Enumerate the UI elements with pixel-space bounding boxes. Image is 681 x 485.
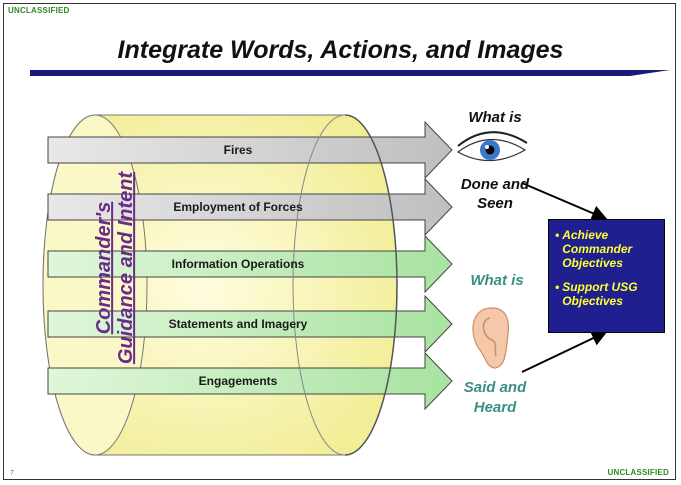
- arrow-info-ops: [47, 234, 453, 294]
- objective-support: Support USG Objectives: [562, 280, 638, 308]
- arrow-engagements: [47, 351, 453, 411]
- what-is-done-top: What is: [468, 109, 522, 126]
- objective-item: • Support USG Objectives: [555, 280, 658, 308]
- arrow-statements: [47, 294, 453, 354]
- vertical-label-line2: Guidance and Intent: [115, 171, 137, 365]
- done-and: Done and: [460, 176, 530, 193]
- bullet-icon: •: [555, 228, 560, 242]
- objective-item: • Achieve Commander Objectives: [555, 228, 658, 270]
- objectives-box: • Achieve Commander Objectives • Support…: [548, 219, 665, 333]
- seen: Seen: [477, 195, 513, 212]
- heard: Heard: [473, 399, 517, 416]
- arrow-label-info-ops: Information Operations: [171, 257, 305, 271]
- objective-achieve: Achieve Commander Objectives: [562, 228, 633, 270]
- arrow-employment: [47, 177, 453, 237]
- title-rule: [30, 70, 670, 76]
- vertical-label-line1: Commander's: [93, 201, 115, 335]
- commanders-guidance-label: Commander's Guidance and Intent: [45, 153, 185, 383]
- slide-frame: [3, 3, 676, 480]
- arrow-label-fires: Fires: [223, 143, 253, 157]
- arrow-label-statements: Statements and Imagery: [168, 317, 308, 331]
- said-and: Said and: [463, 379, 527, 396]
- arrow-label-engagements: Engagements: [198, 374, 278, 388]
- classification-bottom: UNCLASSIFIED: [607, 468, 669, 477]
- ear-icon: [472, 307, 510, 369]
- classification-top: UNCLASSIFIED: [8, 6, 70, 15]
- connector-seen: [521, 182, 608, 221]
- bullet-icon: •: [555, 280, 560, 294]
- arrow-label-employment: Employment of Forces: [173, 200, 303, 214]
- connector-heard: [521, 330, 608, 373]
- what-is-said-top: What is: [470, 272, 524, 289]
- arrow-fires: [47, 120, 453, 180]
- slide-title: Integrate Words, Actions, and Images: [117, 36, 564, 64]
- cylinder-front-rim: [344, 114, 398, 456]
- page-number: 7: [10, 470, 14, 477]
- eye-icon: [456, 131, 528, 162]
